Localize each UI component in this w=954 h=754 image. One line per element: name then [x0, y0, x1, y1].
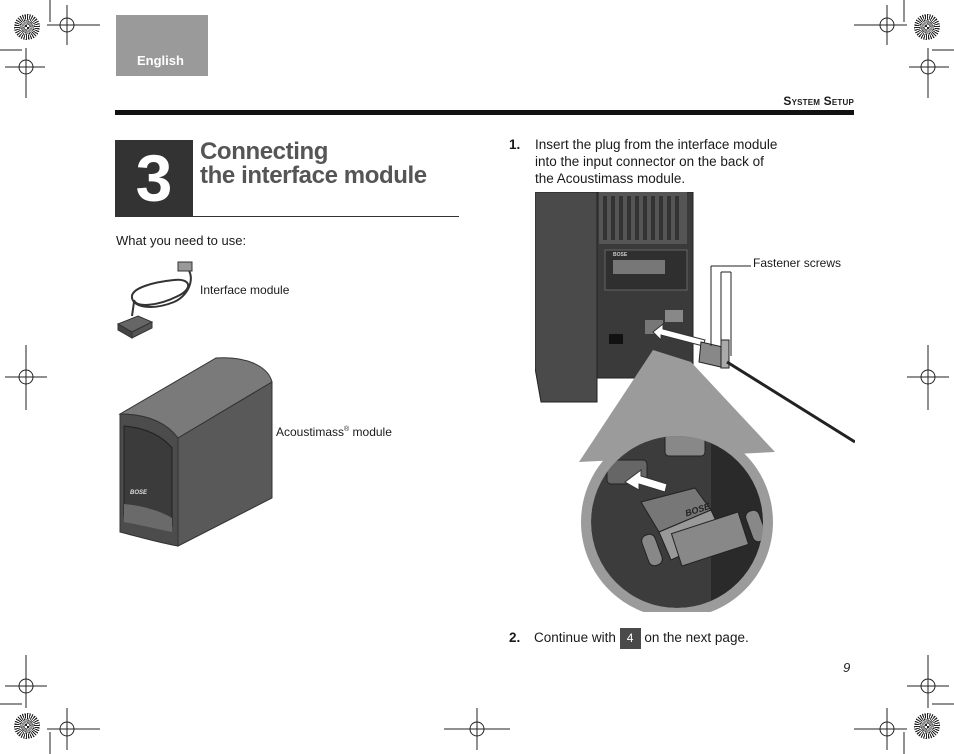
- instruction-step-2: 2. Continue with 4 on the next page.: [509, 628, 829, 649]
- step-title-line1: Connecting: [200, 138, 328, 165]
- instruction-step-2-before: Continue with: [534, 630, 616, 646]
- fastener-screws-label: Fastener screws: [753, 256, 842, 270]
- registration-rosette-bottom-right: [914, 713, 940, 739]
- acoustimass-caption: Acoustimass® module: [276, 425, 392, 439]
- instruction-step-1-line: into the input connector on the back of: [535, 154, 764, 169]
- step-title: Connecting the interface module: [200, 140, 427, 188]
- instruction-step-2-after: on the next page.: [644, 630, 749, 646]
- interface-module-illustration: [116, 261, 193, 339]
- instruction-step-1-number: 1.: [509, 137, 521, 152]
- acoustimass-module-illustration: BOSE: [118, 357, 273, 547]
- registration-rosette-top-right: [914, 14, 940, 40]
- registration-rosette-top-left: [14, 14, 40, 40]
- instruction-step-1: 1. Insert the plug from the interface mo…: [509, 136, 809, 187]
- step-title-line2: the interface module: [200, 162, 427, 189]
- page-number: 9: [843, 660, 851, 675]
- header-rule: [115, 110, 854, 115]
- instruction-step-1-line: Insert the plug from the interface modul…: [535, 137, 778, 152]
- acoustimass-caption-suffix: module: [349, 425, 392, 439]
- section-title: System Setup: [783, 94, 854, 108]
- registration-rosette-bottom-left: [14, 713, 40, 739]
- instruction-step-2-number: 2.: [509, 630, 521, 646]
- instruction-step-1-line: the Acoustimass module.: [535, 171, 686, 186]
- language-tab[interactable]: [116, 15, 208, 76]
- instruction-step-1-text: Insert the plug from the interface modul…: [535, 136, 809, 187]
- acoustimass-caption-name: Acoustimass: [276, 425, 345, 439]
- step-number-badge: 3: [115, 140, 193, 217]
- module-bose-logo: BOSE: [613, 252, 628, 258]
- connection-diagram: BOSE BOSE: [535, 192, 855, 612]
- acoustimass-bose-logo: BOSE: [130, 490, 148, 496]
- need-text: What you need to use:: [116, 233, 247, 248]
- language-tab-label: English: [137, 53, 184, 68]
- step-heading-rule: [193, 216, 459, 217]
- registered-mark: ®: [344, 426, 350, 433]
- next-step-badge[interactable]: 4: [619, 628, 641, 649]
- interface-module-caption: Interface module: [200, 283, 290, 297]
